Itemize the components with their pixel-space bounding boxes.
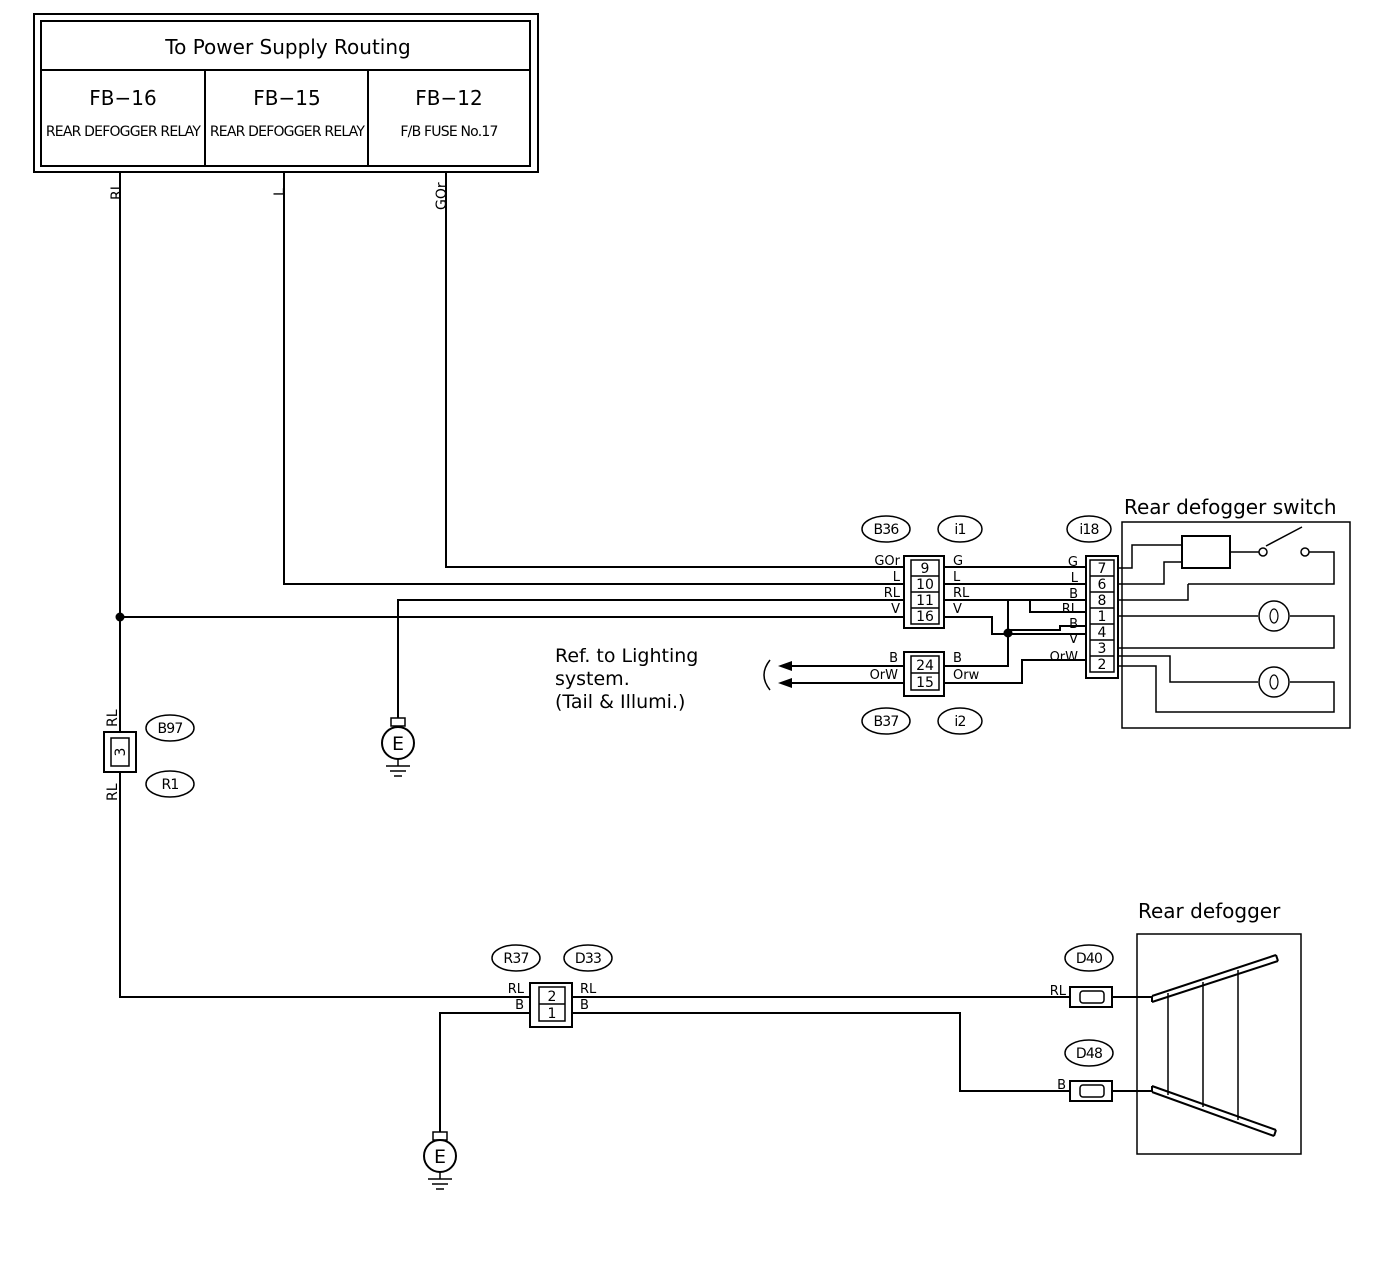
wire-b37-r0: B <box>953 651 962 666</box>
ground-symbol-upper: E <box>381 717 415 777</box>
wire-d48: B <box>1057 1078 1066 1093</box>
wire-b-defogger <box>572 1012 1070 1092</box>
pin-r37-2: 2 <box>548 989 557 1005</box>
switch-contact-icon <box>1265 526 1303 547</box>
connector-r37-d33: 2 1 RL B RL B R37 D33 <box>491 944 613 1028</box>
wire-i18-5: V <box>1069 632 1078 647</box>
wire-b97-bottom: RL <box>105 783 121 801</box>
connector-d40: RL D40 <box>1050 944 1114 1008</box>
pin-b36-10: 10 <box>916 577 934 593</box>
defogger-title: Rear defogger <box>1138 899 1281 923</box>
wire-b36-l3: V <box>891 602 900 617</box>
label-d33: D33 <box>575 951 601 967</box>
wire-b36-l1: L <box>893 570 901 585</box>
label-r1: R1 <box>161 777 178 793</box>
wire-b-ground <box>439 1012 530 1132</box>
ground-symbol-lower: E <box>423 1131 457 1190</box>
wire-b36-r3: V <box>953 602 962 617</box>
wire-r37-r0: RL <box>580 982 597 997</box>
pin-b36-9: 9 <box>921 561 930 577</box>
wire-gor-main <box>445 172 904 568</box>
label-i18: i18 <box>1079 522 1098 538</box>
fb16-code: FB−16 <box>89 86 156 110</box>
wire-d40: RL <box>1050 984 1067 999</box>
connector-i18: 7 6 8 1 4 3 2 G L B RL B V OrW i18 <box>1050 515 1119 679</box>
label-b37: B37 <box>873 714 898 730</box>
wire-label-gor-supply: GOr <box>434 182 450 210</box>
pin-r37-1: 1 <box>548 1006 557 1022</box>
relay-coil-icon <box>1181 535 1231 569</box>
wire-i18-3: RL <box>1062 602 1079 617</box>
fb12-code: FB−12 <box>415 86 482 110</box>
fb12-desc: F/B FUSE No.17 <box>400 124 497 140</box>
wire-b36-l0: GOr <box>874 554 900 569</box>
connector-d48: B D48 <box>1057 1039 1114 1102</box>
wire-b36-r2: RL <box>953 586 970 601</box>
wires <box>119 172 1152 1132</box>
pin-b36-16: 16 <box>916 609 934 625</box>
ref-lighting-note: Ref. to Lighting system. (Tail & Illumi.… <box>555 645 771 713</box>
label-d40: D40 <box>1076 951 1102 967</box>
connector-b37-i2: 24 15 B OrW B Orw B37 i2 <box>861 651 983 735</box>
wire-label-l-supply: L <box>272 188 288 196</box>
wire-b36-l2: RL <box>884 586 901 601</box>
indicator-lamp-icon <box>1258 600 1290 632</box>
pin-i18-6: 6 <box>1098 577 1107 593</box>
label-i1: i1 <box>954 522 965 538</box>
wire-i18-4: B <box>1069 617 1078 632</box>
wire-b36-r0: G <box>953 554 963 569</box>
wire-rl-lower <box>119 772 530 998</box>
pin-i18-2: 2 <box>1098 657 1107 673</box>
wire-i18-1: L <box>1071 571 1079 586</box>
wire-b36-r1: L <box>953 570 961 585</box>
switch-title: Rear defogger switch <box>1124 495 1337 519</box>
power-supply-routing-box: To Power Supply Routing FB−16 REAR DEFOG… <box>33 13 539 173</box>
pin-i18-3: 3 <box>1098 641 1107 657</box>
rear-defogger-switch: Rear defogger switch <box>1118 495 1351 729</box>
label-r37: R37 <box>503 951 528 967</box>
label-b36: B36 <box>873 522 899 538</box>
pin-i18-7: 7 <box>1098 561 1107 577</box>
fb15-code: FB−15 <box>253 86 320 110</box>
wire-r37-l1: B <box>515 998 524 1013</box>
ref-line-2: system. <box>555 668 630 690</box>
ref-line-1: Ref. to Lighting <box>555 645 698 667</box>
label-i2: i2 <box>954 714 965 730</box>
illumination-lamp-icon <box>1258 666 1290 698</box>
pin-b97-3: 3 <box>113 748 129 757</box>
wire-label-rl-supply: RL <box>109 182 125 200</box>
junction-dot <box>115 612 125 622</box>
wire-b37-r1: Orw <box>953 668 980 683</box>
wire-r37-r1: B <box>580 998 589 1013</box>
wire-b37-l0: B <box>889 651 898 666</box>
ref-line-3: (Tail & Illumi.) <box>555 691 685 713</box>
wire-b97-top: RL <box>105 709 121 727</box>
wire-b37-l1: OrW <box>870 668 899 683</box>
pin-b36-11: 11 <box>916 593 934 609</box>
wire-l-main <box>283 172 904 585</box>
ground-label-lower: E <box>434 1146 446 1168</box>
wire-i18-0: G <box>1068 555 1078 570</box>
connector-b97-r1: 3 RL RL B97 R1 <box>103 709 195 801</box>
pin-b37-15: 15 <box>916 675 934 691</box>
ground-label-upper: E <box>392 733 404 755</box>
connector-b36-i1: 9 10 11 16 GOr L RL V G L RL V B36 i1 <box>861 515 983 629</box>
pin-i18-1: 1 <box>1098 609 1107 625</box>
fb16-desc: REAR DEFOGGER RELAY <box>46 124 202 140</box>
supply-title: To Power Supply Routing <box>164 35 410 59</box>
label-d48: D48 <box>1076 1046 1102 1062</box>
wire-v-ground <box>397 599 904 718</box>
wire-i18-2: B <box>1069 587 1078 602</box>
pin-b37-24: 24 <box>916 658 934 674</box>
pin-i18-4: 4 <box>1098 625 1107 641</box>
pin-i18-8: 8 <box>1098 593 1107 609</box>
wire-r37-l0: RL <box>508 982 525 997</box>
wire-i18-6: OrW <box>1050 650 1079 665</box>
rear-defogger: Rear defogger <box>1136 899 1302 1155</box>
fb15-desc: REAR DEFOGGER RELAY <box>210 124 366 140</box>
label-b97: B97 <box>157 721 182 737</box>
